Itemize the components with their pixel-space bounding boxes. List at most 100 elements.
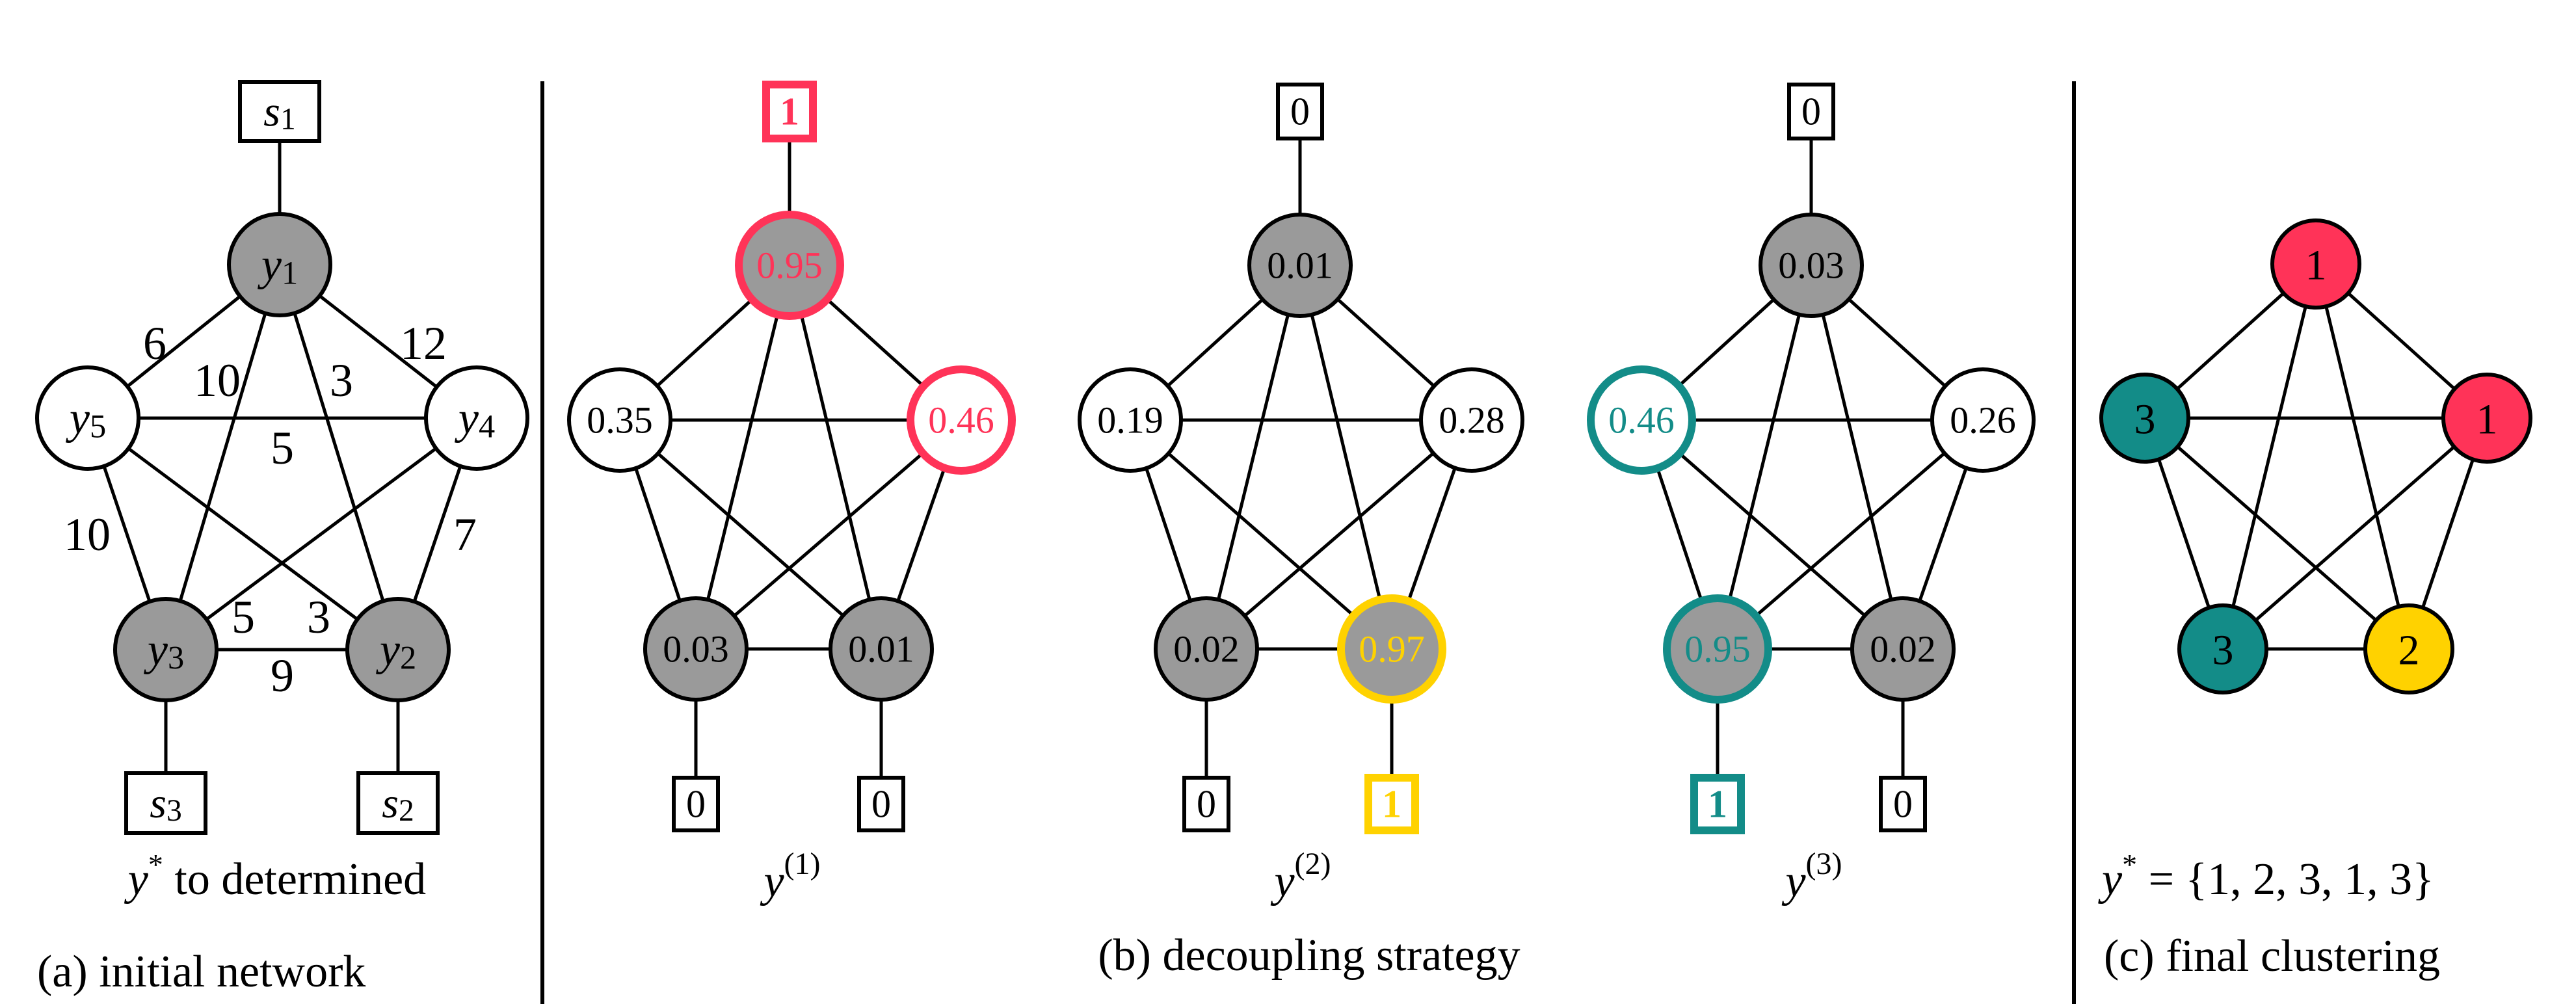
seed-box-y3 xyxy=(672,776,720,832)
node-value-y4: 0.28 xyxy=(1439,399,1505,442)
node-value-y2: 0.97 xyxy=(1359,628,1425,670)
seed-box-s3 xyxy=(124,771,207,835)
seed-box-s1 xyxy=(238,80,321,143)
cluster-node-y1 xyxy=(2270,218,2361,310)
edge-weight-y4-y3: 5 xyxy=(232,591,255,643)
edge-y1-y3 xyxy=(694,265,791,650)
node-label-y3: y3 xyxy=(144,625,184,676)
decoupled-graph-1: 1 0 0 0.95 0.01 0.03 0.46 0.35 y(1) xyxy=(567,81,1016,906)
subcaption-var: y xyxy=(124,854,149,905)
node-value-y1: 0.95 xyxy=(756,244,823,287)
graph-label-1: y(1) xyxy=(760,847,820,906)
edge-weight-y3-y2: 9 xyxy=(271,650,294,702)
seed-value-y2: 0 xyxy=(871,783,891,826)
cluster-node-y5 xyxy=(2099,373,2190,464)
node-y4 xyxy=(1930,367,2036,473)
seed-value-y3: 0 xyxy=(686,783,706,826)
cluster-node-y4 xyxy=(2441,373,2532,464)
node-value-y4: 0.26 xyxy=(1950,399,2016,442)
panel-b-decoupling-strategy: 1 0 0 0.95 0.01 0.03 0.46 0.35 y(1) 0 1 0 0.01 0.97 0.… xyxy=(567,81,2036,906)
seed-box-y2-highlighted xyxy=(1364,774,1419,834)
result-text: = {1, 2, 3, 1, 3} xyxy=(2137,854,2434,905)
seed-value-y3: 1 xyxy=(1708,783,1727,826)
edge-y4-y3 xyxy=(695,419,963,650)
edge-weight-y5-y3: 10 xyxy=(64,509,111,561)
node-value-y1: 0.01 xyxy=(1267,244,1333,287)
edge-y1-y2 xyxy=(2314,263,2411,650)
node-y5-highlighted xyxy=(1587,365,1696,475)
seed-box-y2 xyxy=(857,776,905,832)
node-y2 xyxy=(345,597,451,702)
edge-y1-y2 xyxy=(1809,265,1905,650)
node-y1-highlighted xyxy=(735,211,844,320)
seed-value-y1: 0 xyxy=(1801,90,1821,133)
edge-weight-y4-y2: 7 xyxy=(453,509,477,561)
edge-y4-y3 xyxy=(165,416,478,652)
seed-value-y1: 0 xyxy=(1290,90,1310,133)
seed-box-y1 xyxy=(1787,83,1835,140)
seed-box-y3 xyxy=(1182,776,1230,832)
seed-value-y3: 0 xyxy=(1197,783,1216,826)
panel-c-caption: (c) final clustering xyxy=(2104,931,2440,981)
node-value-y5: 0.35 xyxy=(587,399,653,442)
seed-value-y1: 1 xyxy=(780,90,799,133)
decoupled-graph-2: 0 1 0 0.01 0.97 0.02 0.28 0.19 y(2) xyxy=(1078,83,1524,906)
edge-y4-y3 xyxy=(2222,417,2488,650)
node-value-y5: 0.46 xyxy=(1608,399,1675,442)
edge-y1-y2 xyxy=(1298,265,1394,650)
seed-label-s3: s3 xyxy=(150,780,181,828)
subcaption-text: to determined xyxy=(163,854,426,905)
seed-value-y2: 1 xyxy=(1382,783,1401,826)
node-y3 xyxy=(1154,596,1259,702)
node-y3 xyxy=(643,596,749,702)
node-value-y1: 0.03 xyxy=(1778,244,1844,287)
edge-y1-y2 xyxy=(788,265,883,650)
cluster-node-y3 xyxy=(2177,603,2268,694)
node-y1 xyxy=(1247,213,1353,318)
edge-weight-y5-y2: 3 xyxy=(307,591,330,643)
edge-y5-y2 xyxy=(1640,419,1904,650)
seed-box-y2 xyxy=(1879,776,1927,832)
node-label-y5: y5 xyxy=(66,393,106,445)
edge-weight-y5-y4: 5 xyxy=(271,422,294,474)
node-y5 xyxy=(35,365,140,471)
graph-label-2: y(2) xyxy=(1270,847,1331,906)
node-value-y5: 0.19 xyxy=(1097,399,1163,442)
subcaption-sup: * xyxy=(148,848,163,881)
edge-y1-y3 xyxy=(1204,265,1302,650)
seed-box-s2 xyxy=(356,771,440,835)
node-value-y3: 0.02 xyxy=(1173,628,1240,670)
seed-label-s2: s2 xyxy=(382,780,414,828)
edge-y4-y3 xyxy=(1716,419,1984,650)
edge-y4-y3 xyxy=(1205,419,1473,650)
node-y1 xyxy=(1759,213,1864,318)
result-var: y xyxy=(2098,854,2123,905)
cluster-node-y2 xyxy=(2363,603,2454,694)
panel-a-subcaption: y* to determined xyxy=(124,848,426,905)
node-y4 xyxy=(424,365,529,471)
edge-y5-y2 xyxy=(1129,419,1393,650)
edge-y1-y3 xyxy=(2221,263,2318,650)
edge-weight-y1-y4: 12 xyxy=(400,317,447,369)
panel-c-result: y* = {1, 2, 3, 1, 3} xyxy=(2098,848,2434,905)
node-y4 xyxy=(1419,367,1524,473)
seed-box-y3-highlighted xyxy=(1690,774,1745,834)
node-y1 xyxy=(227,212,332,317)
edge-y5-y2 xyxy=(2144,417,2410,650)
node-label-y4: y4 xyxy=(455,393,495,445)
node-value-y4: 0.46 xyxy=(928,399,994,442)
node-y2 xyxy=(829,596,934,702)
node-value-y3: 0.03 xyxy=(663,628,729,670)
node-label-y1: y1 xyxy=(258,240,298,291)
graph-label-3: y(3) xyxy=(1781,847,1842,906)
node-y3 xyxy=(113,597,219,702)
node-y4-highlighted xyxy=(907,365,1016,475)
edge-y5-y2 xyxy=(86,416,399,652)
node-value-y2: 0.01 xyxy=(848,628,914,670)
node-y5 xyxy=(567,367,672,473)
edge-y1-y2 xyxy=(278,264,400,650)
